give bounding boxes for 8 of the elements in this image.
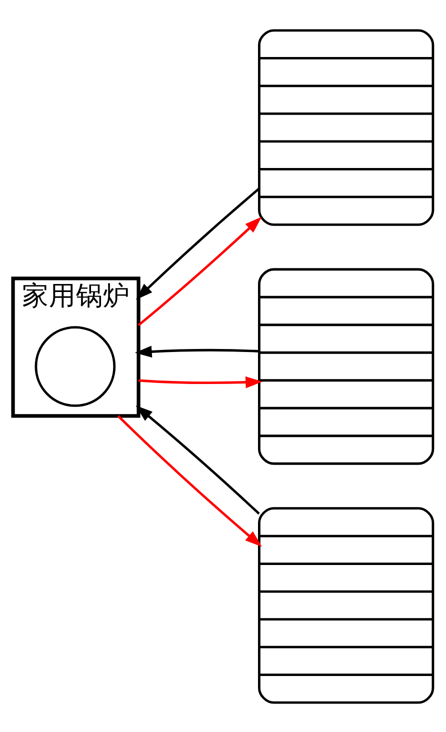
cluster: 家用锅炉 <box>11 276 140 418</box>
arrow <box>134 345 259 358</box>
node-circle <box>34 326 116 406</box>
arrow <box>138 376 263 388</box>
arrow <box>136 187 260 300</box>
arrow <box>136 404 260 514</box>
arrow <box>117 414 262 546</box>
arrow <box>138 216 262 326</box>
